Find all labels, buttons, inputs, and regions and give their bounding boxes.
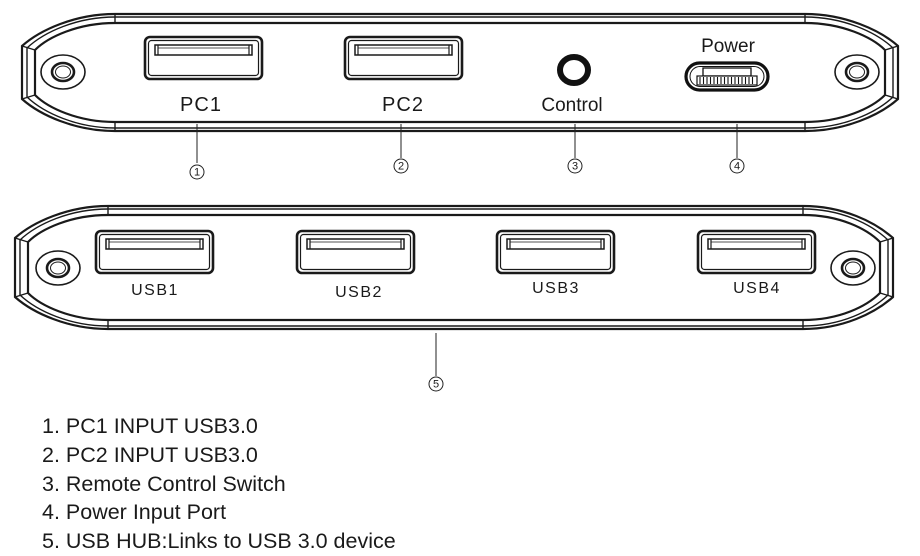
usb2-port-label: USB2 [335, 284, 383, 301]
usb3-port-label: USB3 [532, 280, 580, 297]
pc1-port-label: PC1 [180, 94, 222, 116]
control-port-label: Control [541, 95, 602, 116]
callout-1-number: 1 [194, 167, 200, 179]
usb2-port-icon [295, 229, 416, 275]
port-legend-list: 1. PC1 INPUT USB3.0 2. PC2 INPUT USB3.0 … [42, 412, 396, 556]
legend-item: 3. Remote Control Switch [42, 471, 286, 496]
screw-hole-icon [34, 249, 82, 287]
screw-hole-icon [39, 53, 87, 91]
legend-item: 4. Power Input Port [42, 500, 227, 525]
legend-item: 5. USB HUB:Links to USB 3.0 device [42, 529, 396, 554]
callout-5-number: 5 [433, 379, 439, 391]
callout-5: 5 [428, 333, 444, 392]
callout-4: 4 [729, 124, 745, 174]
pc1-usb-port-icon [143, 35, 264, 81]
rear-panel-outer-edge [13, 204, 895, 331]
usb4-port-label: USB4 [733, 280, 781, 297]
callout-3-number: 3 [572, 161, 578, 173]
usb3-port-icon [495, 229, 616, 275]
control-jack-icon [557, 54, 591, 86]
front-panel: PC1 PC2 Control Power [20, 12, 900, 133]
legend-item: 2. PC2 INPUT USB3.0 [42, 442, 258, 467]
power-port-label: Power [701, 36, 756, 57]
rear-panel: USB1 USB2 USB3 USB4 [13, 204, 895, 331]
pc2-port-label: PC2 [382, 94, 424, 116]
usb-c-power-port-icon [684, 61, 770, 92]
usb1-port-icon [94, 229, 215, 275]
usb1-port-label: USB1 [131, 282, 179, 299]
screw-hole-icon [833, 53, 881, 91]
callout-1: 1 [189, 124, 205, 180]
callout-2-number: 2 [398, 161, 404, 173]
screw-hole-icon [829, 249, 877, 287]
legend-item: 1. PC1 INPUT USB3.0 [42, 414, 258, 438]
callout-4-number: 4 [734, 161, 740, 173]
pc2-usb-port-icon [343, 35, 464, 81]
usb4-port-icon [696, 229, 817, 275]
rear-panel-bevel [19, 208, 889, 327]
callout-2: 2 [393, 124, 409, 174]
callout-3: 3 [567, 124, 583, 174]
kvm-switch-diagram: PC1 PC2 Control Power [13, 12, 900, 392]
